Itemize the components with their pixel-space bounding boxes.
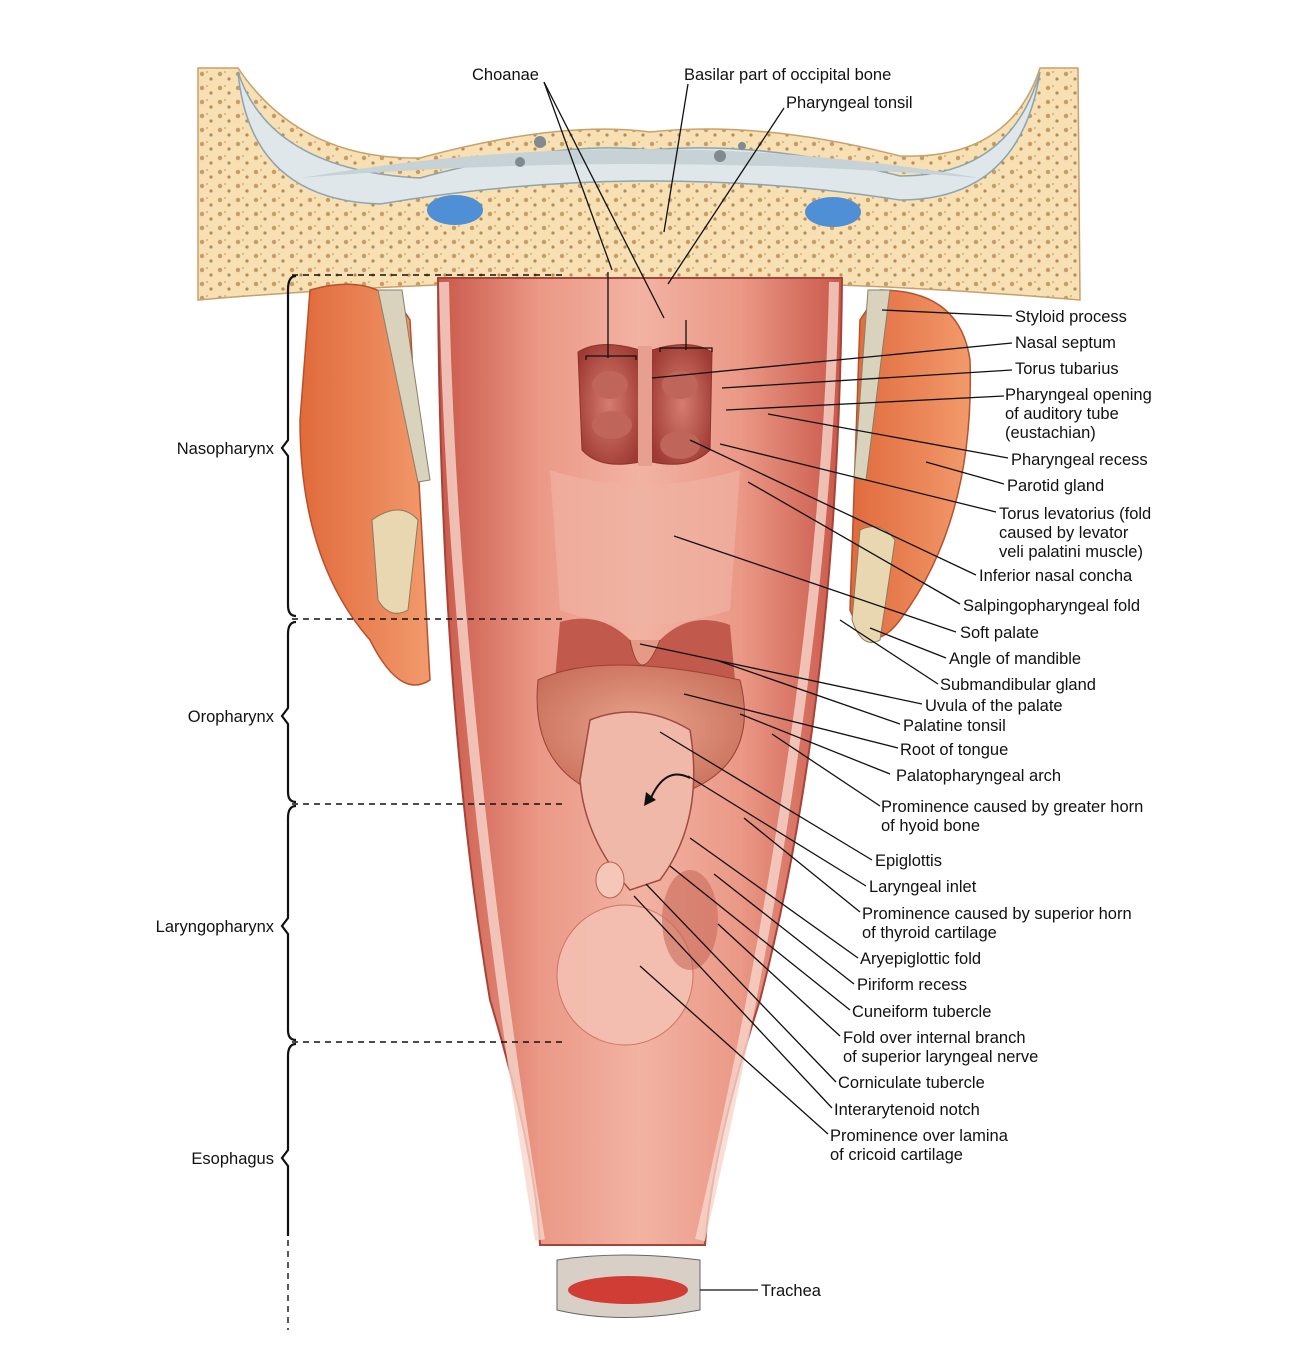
occipital-bone [197,67,1081,301]
label-uvula: Uvula of the palate [925,697,1063,715]
soft-palate [550,470,740,625]
label-cricoid-1: Prominence over lamina [830,1127,1009,1145]
label-torus-tubarius: Torus tubarius [1015,360,1119,378]
label-laryngeal-inlet: Laryngeal inlet [869,878,977,896]
label-corniculate-tubercle: Corniculate tubercle [838,1074,985,1092]
cuneiform-tubercle [595,861,625,899]
label-fold-internal-2: of superior laryngeal nerve [843,1048,1038,1066]
piriform-recess [662,870,718,970]
label-root-of-tongue: Root of tongue [900,741,1008,759]
right-concha [662,371,698,399]
label-torus-levatorius-2: caused by levator [999,524,1129,542]
label-aryepiglottic-fold: Aryepiglottic fold [860,950,981,968]
label-submandibular-gland: Submandibular gland [940,676,1096,694]
label-soft-palate: Soft palate [960,624,1039,642]
cricoid-prominence [556,904,694,1046]
left-mandible-angle [371,509,419,614]
trachea-lumen [568,1276,688,1304]
label-palatine-tonsil: Palatine tonsil [903,717,1006,735]
label-oropharynx: Oropharynx [188,708,275,726]
label-laryngopharynx: Laryngopharynx [156,918,275,936]
label-pharyngeal-tonsil: Pharyngeal tonsil [786,94,913,112]
left-blue-canal [427,195,483,225]
label-nasal-septum: Nasal septum [1015,334,1116,352]
label-greater-horn-1: Prominence caused by greater horn [881,798,1143,816]
label-superior-horn-2: of thyroid cartilage [862,924,997,942]
label-cricoid-2: of cricoid cartilage [830,1146,963,1164]
region-brackets [280,274,565,1330]
inferior-nasal-concha [660,431,700,459]
label-cuneiform-tubercle: Cuneiform tubercle [852,1003,991,1021]
label-piriform-recess: Piriform recess [857,976,967,994]
epiglottis [579,711,695,891]
label-pharyngeal-opening-2: of auditory tube [1005,405,1119,423]
label-greater-horn-2: of hyoid bone [881,817,980,835]
label-torus-levatorius-1: Torus levatorius (fold [999,505,1151,523]
label-nasopharynx: Nasopharynx [177,440,275,458]
label-epiglottis: Epiglottis [875,852,942,870]
label-salpingopharyngeal-fold: Salpingopharyngeal fold [963,597,1140,615]
label-pharyngeal-recess: Pharyngeal recess [1011,451,1148,469]
label-palatopharyngeal-arch: Palatopharyngeal arch [896,767,1061,785]
label-torus-levatorius-3: veli palatini muscle) [999,543,1143,561]
label-parotid-gland: Parotid gland [1007,477,1104,495]
label-interarytenoid-notch: Interarytenoid notch [834,1101,980,1119]
right-blue-canal [805,197,861,227]
label-inferior-nasal-concha: Inferior nasal concha [979,567,1133,585]
label-choanae: Choanae [472,66,539,84]
label-styloid-process: Styloid process [1015,308,1127,326]
label-esophagus: Esophagus [191,1150,274,1168]
label-pharyngeal-opening-3: (eustachian) [1005,424,1096,442]
label-angle-of-mandible: Angle of mandible [949,650,1081,668]
label-fold-internal-1: Fold over internal branch [843,1029,1026,1047]
label-basilar-occipital: Basilar part of occipital bone [684,66,891,84]
label-superior-horn-1: Prominence caused by superior horn [862,905,1132,923]
nasal-septum [638,346,652,466]
choanae [577,343,713,466]
left-concha [592,371,628,399]
label-trachea: Trachea [761,1282,822,1300]
left-styloid-process [377,289,431,483]
leader-lines [543,81,1013,1291]
inlet-arrow [649,773,691,801]
label-pharyngeal-opening-1: Pharyngeal opening [1005,386,1152,404]
